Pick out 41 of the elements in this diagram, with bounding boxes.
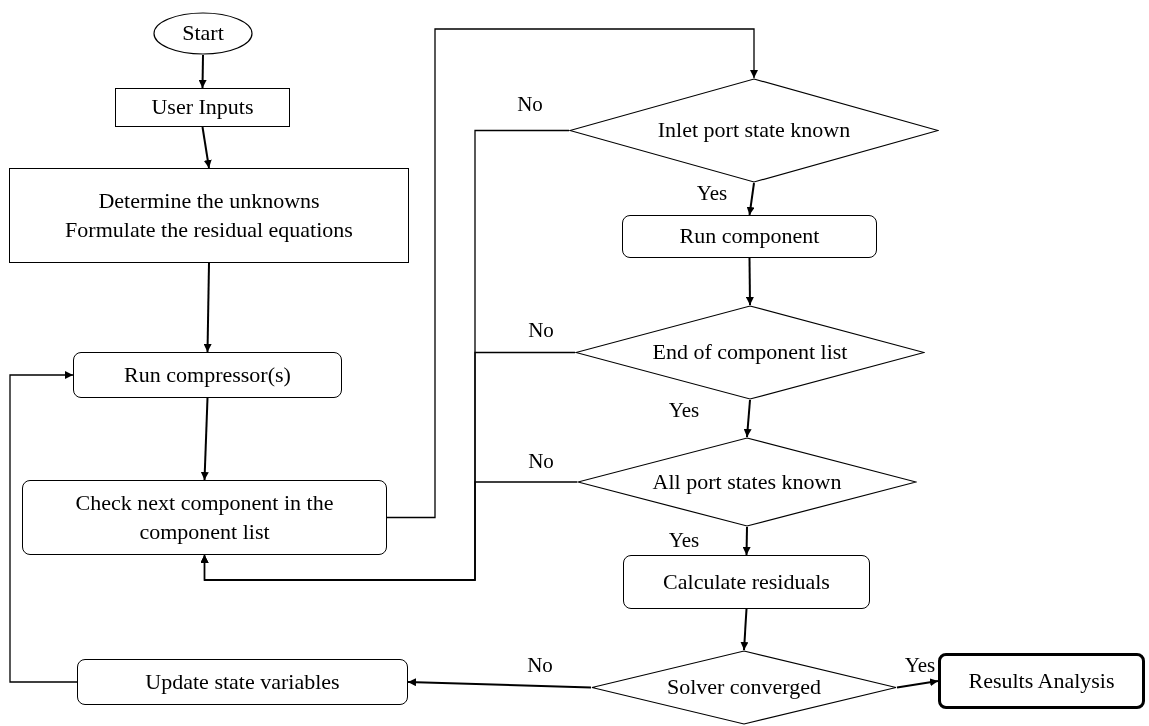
node-text: End of component list [651, 338, 849, 367]
arrow [740, 608, 749, 651]
arrow [742, 526, 751, 556]
decision-diamond [577, 437, 917, 527]
node-text: Update state variables [144, 667, 341, 696]
process-box [623, 555, 870, 609]
process-box [9, 168, 409, 263]
node-text: Run component [678, 222, 821, 251]
arrow [201, 126, 212, 169]
node-text: Run compressor(s) [123, 360, 292, 389]
process-box [622, 215, 877, 258]
process-box [115, 88, 290, 127]
node-text: Start [181, 19, 225, 48]
node-text: All port states known [651, 467, 843, 496]
arrow [896, 678, 939, 689]
node-text: Calculate residuals [662, 567, 831, 596]
arrow [200, 481, 578, 581]
decision-diamond [569, 78, 939, 183]
arrow [743, 399, 752, 438]
arrow [200, 397, 209, 481]
node-text: Formulate the residual equations [64, 215, 354, 244]
arrow [407, 678, 592, 689]
decision-diamond [575, 305, 925, 400]
process-box [22, 480, 387, 555]
node-text: Solver converged [665, 673, 823, 702]
node-text: Inlet port state known [656, 116, 852, 145]
terminal-box [938, 653, 1145, 709]
node-text: Results Analysis [967, 666, 1116, 695]
arrow [386, 28, 758, 519]
start-terminal [153, 12, 253, 55]
node-text: Check next component in the component list [74, 488, 335, 546]
arrow [9, 371, 78, 683]
node-text: User Inputs [150, 93, 255, 122]
process-box [77, 659, 408, 705]
arrow [746, 182, 755, 216]
node-text: Determine the unknowns [97, 186, 321, 215]
arrow [203, 262, 212, 353]
decision-diamond [591, 650, 897, 725]
arrow [745, 257, 754, 306]
arrow [198, 54, 207, 89]
process-box [73, 352, 342, 398]
